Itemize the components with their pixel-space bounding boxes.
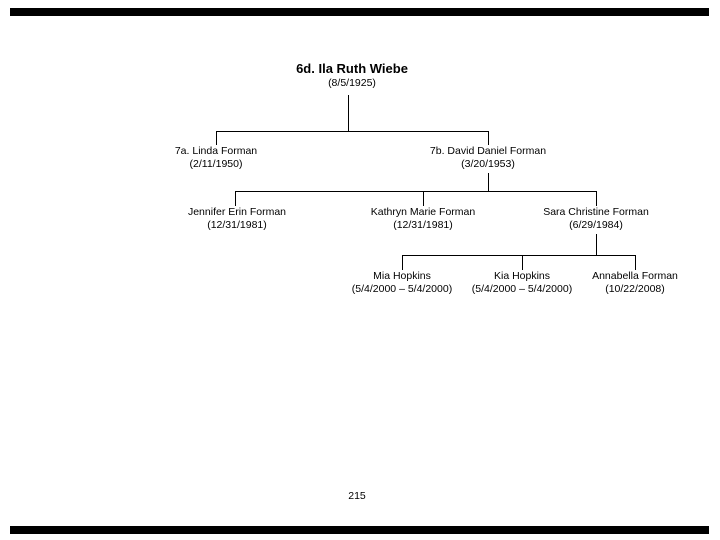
connector-line [235, 191, 236, 206]
person-node-david-daniel-forman: 7b. David Daniel Forman (3/20/1953) [388, 145, 588, 171]
connector-line [235, 191, 597, 192]
person-name: 7a. Linda Forman [174, 145, 258, 157]
connector-line [488, 131, 489, 145]
person-node-linda-forman: 7a. Linda Forman (2/11/1950) [116, 145, 316, 171]
page-number: 215 [348, 490, 366, 502]
connector-line [596, 234, 597, 255]
person-dates: (3/20/1953) [461, 158, 515, 170]
person-node-sara-christine-forman: Sara Christine Forman (6/29/1984) [496, 206, 696, 232]
connector-line [596, 191, 597, 206]
connector-line [488, 173, 489, 191]
connector-line [216, 131, 217, 145]
person-name: Annabella Forman [592, 270, 678, 282]
person-node-ila-ruth-wiebe: 6d. Ila Ruth Wiebe (8/5/1925) [252, 61, 452, 90]
person-name: Mia Hopkins [373, 270, 431, 282]
person-dates: (5/4/2000 – 5/4/2000) [471, 283, 573, 295]
connector-line [522, 255, 523, 270]
person-dates: (10/22/2008) [605, 283, 665, 295]
connector-line [348, 95, 349, 131]
connector-line [402, 255, 403, 270]
person-name: Kia Hopkins [493, 270, 551, 282]
person-name: 6d. Ila Ruth Wiebe [296, 61, 408, 76]
person-node-mia-hopkins: Mia Hopkins (5/4/2000 – 5/4/2000) [302, 270, 502, 296]
person-name: Jennifer Erin Forman [187, 206, 287, 218]
person-name: Sara Christine Forman [543, 206, 649, 218]
person-node-kathryn-marie-forman: Kathryn Marie Forman (12/31/1981) [323, 206, 523, 232]
connector-line [216, 131, 489, 132]
bottom-border-bar [10, 526, 709, 534]
person-dates: (5/4/2000 – 5/4/2000) [351, 283, 453, 295]
person-dates: (2/11/1950) [189, 158, 243, 170]
person-name: Kathryn Marie Forman [370, 206, 476, 218]
connector-line [402, 255, 636, 256]
person-dates: (8/5/1925) [328, 77, 376, 89]
connector-line [635, 255, 636, 270]
top-border-bar [10, 8, 709, 16]
person-dates: (6/29/1984) [569, 219, 623, 231]
connector-line [423, 191, 424, 206]
person-name: 7b. David Daniel Forman [429, 145, 547, 157]
person-node-jennifer-erin-forman: Jennifer Erin Forman (12/31/1981) [137, 206, 337, 232]
person-node-annabella-forman: Annabella Forman (10/22/2008) [535, 270, 720, 296]
person-dates: (12/31/1981) [207, 219, 267, 231]
person-node-kia-hopkins: Kia Hopkins (5/4/2000 – 5/4/2000) [422, 270, 622, 296]
person-dates: (12/31/1981) [393, 219, 453, 231]
